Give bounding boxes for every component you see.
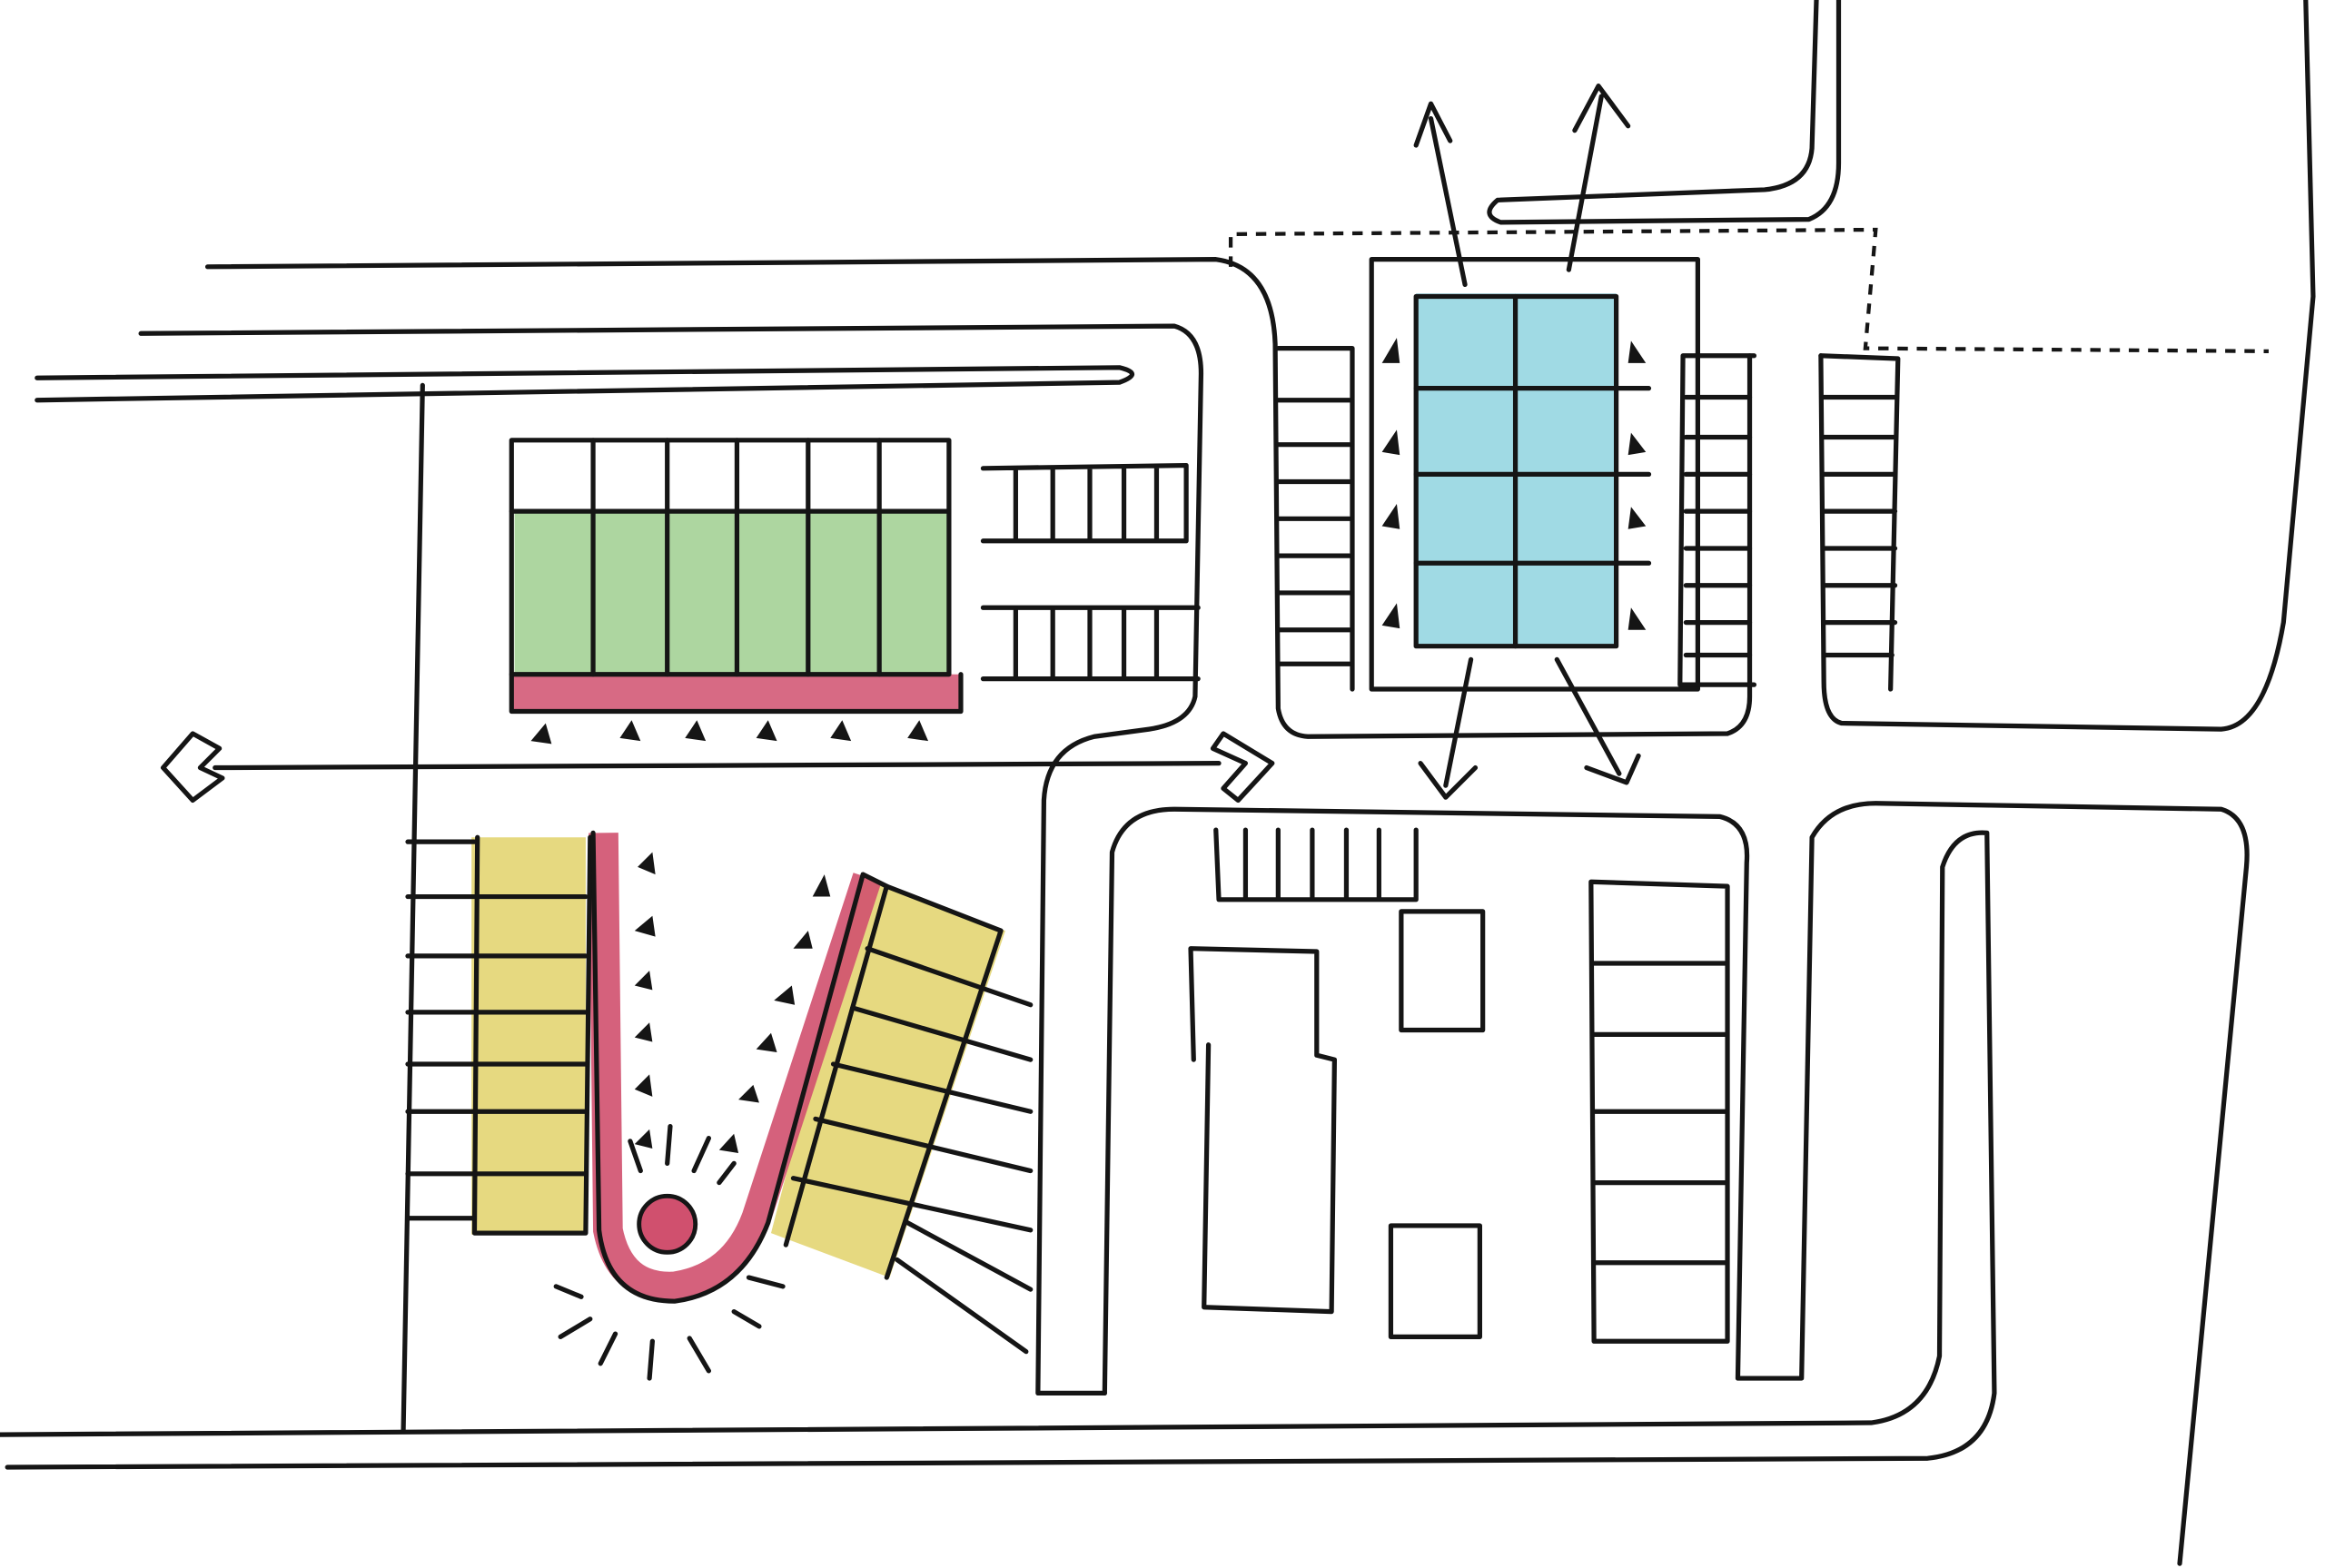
yellow-building-left-fill [471, 837, 586, 1235]
parking-stalls-blue [1275, 345, 1901, 692]
lower-buildings [1188, 827, 1730, 1344]
green-building-fill [514, 511, 949, 675]
green-building-outline [509, 438, 964, 715]
trees [530, 338, 1647, 1153]
property-boundary-dashed [1228, 227, 2269, 353]
parking-stalls-top-center [980, 462, 1201, 682]
yellow-buildings-outline [405, 830, 1034, 1355]
plaza-fountain [637, 1193, 698, 1255]
red-walkway-strip [511, 674, 960, 710]
red-u-walkway [589, 833, 882, 1302]
fountain-rays [553, 1123, 786, 1381]
direction-arrows [160, 731, 1275, 804]
